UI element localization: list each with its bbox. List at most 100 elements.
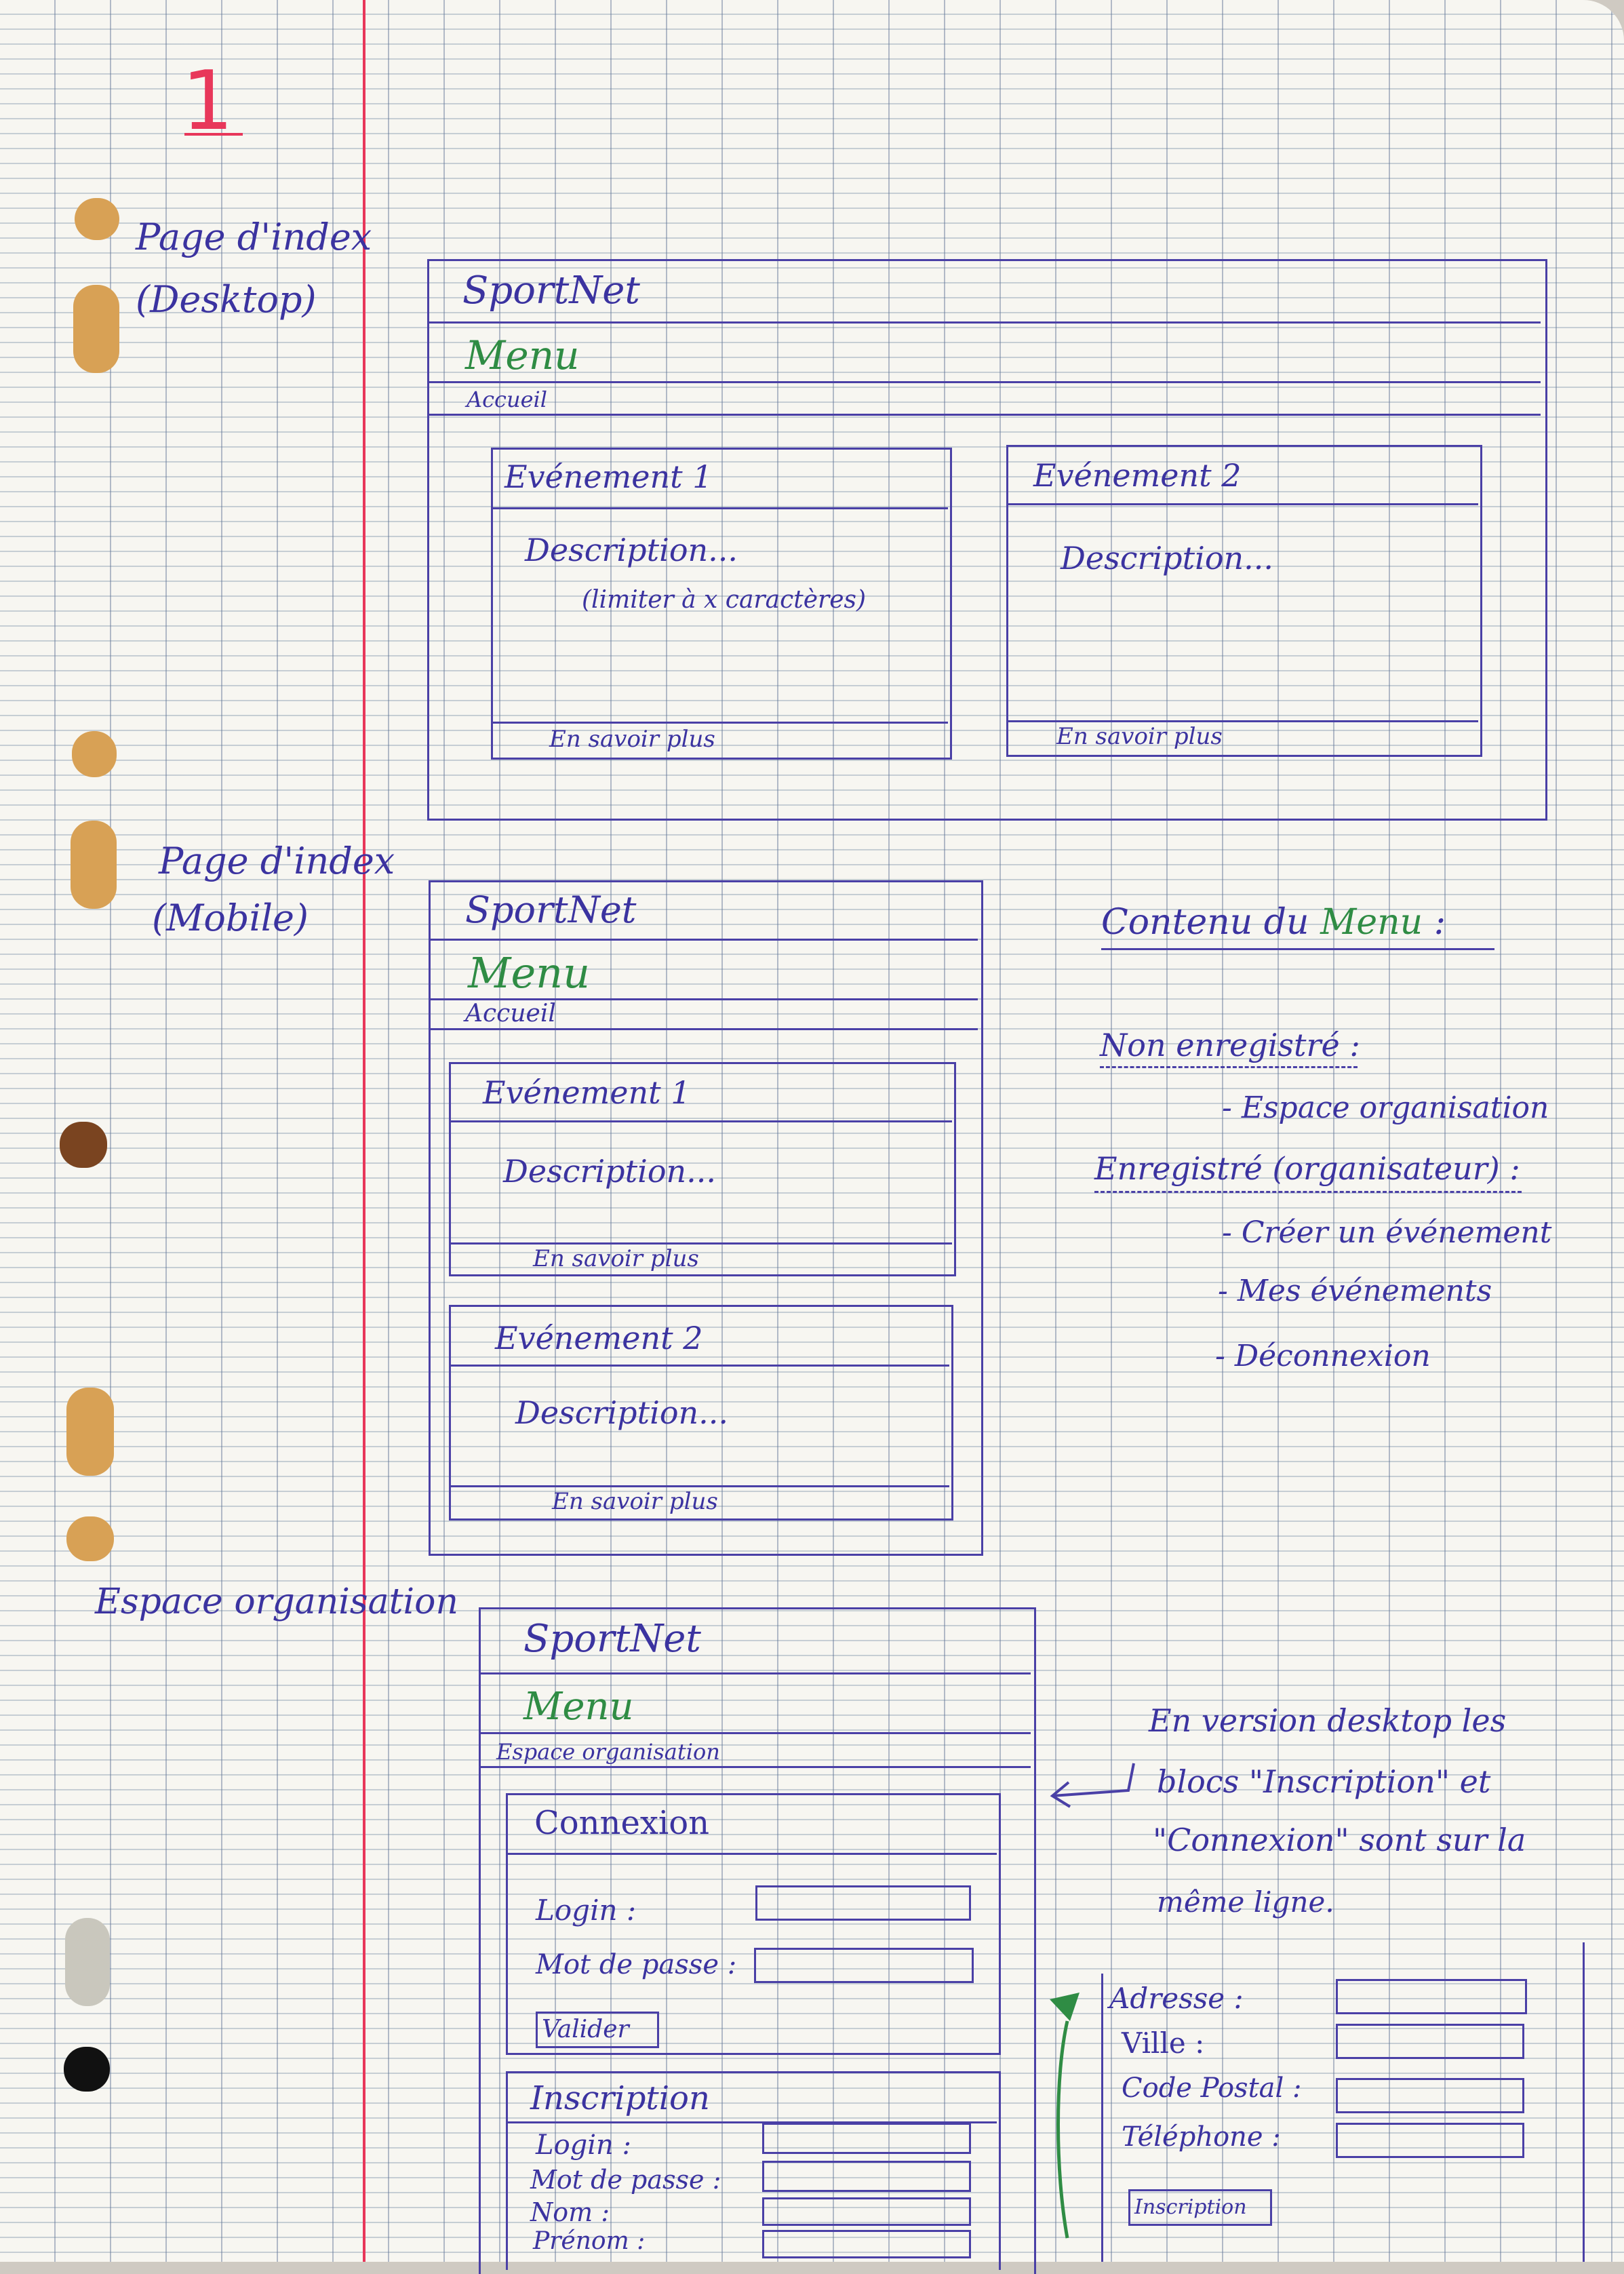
underline — [1101, 948, 1494, 950]
organisation-wireframe — [479, 1607, 1036, 2274]
event-card — [449, 1062, 956, 1276]
breadcrumb[interactable]: Accueil — [465, 1000, 556, 1027]
dashed-underline — [1094, 1191, 1522, 1193]
divider — [429, 321, 1541, 324]
section-label-desktop: Page d'index — [136, 216, 372, 258]
register-nom-label: Nom : — [530, 2197, 610, 2227]
event-title: Evénement 1 — [483, 1074, 691, 1111]
postcode-input[interactable] — [1336, 2078, 1524, 2113]
vertical-line — [1583, 1942, 1585, 2262]
divider — [429, 414, 1541, 416]
register-block — [506, 2071, 1001, 2270]
menu-item: - Espace organisation — [1222, 1091, 1549, 1125]
green-arrow-head — [1050, 1993, 1080, 2021]
address-label: Adresse : — [1109, 1982, 1244, 2015]
event-title: Evénement 2 — [1033, 457, 1242, 494]
menu-label[interactable]: Menu — [523, 1685, 634, 1729]
divider — [508, 2121, 997, 2123]
mobile-wireframe — [429, 880, 983, 1556]
phone-input[interactable] — [1336, 2123, 1524, 2158]
register-prenom-input[interactable] — [762, 2230, 971, 2258]
login-block — [506, 1793, 1001, 2055]
city-label: Ville : — [1122, 2026, 1205, 2060]
arrow-head — [1050, 1781, 1071, 1808]
desktop-wireframe — [427, 259, 1547, 821]
more-link[interactable]: En savoir plus — [549, 726, 715, 753]
divider — [451, 1120, 952, 1122]
register-nom-input[interactable] — [762, 2197, 971, 2226]
register-login-input[interactable] — [762, 2123, 971, 2154]
login-label: Login : — [536, 1894, 637, 1927]
note-line: blocs "Inscription" et — [1157, 1763, 1491, 1800]
divider — [451, 1365, 949, 1367]
register-password-input[interactable] — [762, 2161, 971, 2192]
register-title: Inscription — [530, 2079, 710, 2117]
register-password-label: Mot de passe : — [530, 2165, 721, 2195]
divider — [430, 939, 978, 941]
binder-hole — [72, 731, 117, 777]
divider — [430, 1028, 978, 1030]
binder-hole — [64, 2047, 110, 2092]
binder-hole — [60, 1122, 107, 1168]
binder-hole — [73, 285, 119, 373]
note-line: En version desktop les — [1149, 1702, 1507, 1739]
menu-contents-title: Contenu du Menu : — [1101, 902, 1446, 943]
password-input[interactable] — [754, 1948, 974, 1983]
event-description: Description... — [1061, 540, 1274, 576]
arrow-icon — [1052, 1763, 1135, 1797]
note-line: même ligne. — [1157, 1885, 1334, 1919]
login-input[interactable] — [755, 1885, 971, 1921]
divider — [508, 1853, 997, 1855]
divider — [451, 1242, 952, 1244]
password-label: Mot de passe : — [536, 1949, 737, 1980]
register-prenom-label: Prénom : — [533, 2227, 646, 2255]
unregistered-heading: Non enregistré : — [1100, 1027, 1360, 1063]
dashed-underline — [1100, 1066, 1358, 1068]
binder-hole — [66, 1388, 114, 1476]
address-input[interactable] — [1336, 1979, 1527, 2014]
more-link[interactable]: En savoir plus — [552, 1488, 718, 1515]
breadcrumb[interactable]: Accueil — [467, 387, 547, 412]
brand-title: SportNet — [523, 1617, 701, 1661]
divider — [1008, 503, 1478, 505]
register-login-label: Login : — [536, 2130, 631, 2161]
divider — [480, 1672, 1031, 1674]
event-card — [449, 1305, 953, 1521]
menu-item: - Déconnexion — [1215, 1339, 1431, 1373]
divider — [480, 1766, 1031, 1768]
menu-contents-title-prefix: Contenu du — [1101, 902, 1309, 943]
section-label-organisation: Espace organisation — [95, 1582, 458, 1622]
divider — [430, 998, 978, 1000]
menu-label[interactable]: Menu — [465, 332, 580, 378]
brand-title: SportNet — [465, 888, 637, 931]
menu-label[interactable]: Menu — [468, 948, 591, 998]
event-card — [1006, 445, 1482, 757]
vertical-line — [1101, 1974, 1103, 2262]
binder-hole — [66, 1516, 114, 1561]
margin-line — [363, 0, 365, 2262]
divider — [1008, 720, 1478, 722]
page-number-underline — [184, 133, 243, 136]
binder-hole — [71, 821, 117, 909]
divider — [429, 381, 1541, 383]
login-title: Connexion — [534, 1804, 710, 1842]
register-submit-button[interactable]: Inscription — [1128, 2189, 1272, 2226]
menu-item: - Créer un événement — [1222, 1215, 1552, 1250]
submit-button[interactable]: Valider — [536, 2012, 659, 2048]
phone-label: Téléphone : — [1122, 2121, 1281, 2153]
more-link[interactable]: En savoir plus — [533, 1245, 699, 1272]
binder-hole — [75, 198, 119, 240]
registered-heading: Enregistré (organisateur) : — [1094, 1150, 1520, 1187]
event-title: Evénement 1 — [504, 458, 713, 495]
breadcrumb[interactable]: Espace organisation — [496, 1739, 720, 1765]
menu-contents-title-suffix: : — [1433, 902, 1446, 943]
postcode-label: Code Postal : — [1122, 2073, 1302, 2104]
menu-contents-title-menu: Menu — [1320, 902, 1423, 943]
event-title: Evénement 2 — [495, 1320, 703, 1356]
more-link[interactable]: En savoir plus — [1056, 723, 1223, 750]
event-card — [491, 448, 952, 760]
city-input[interactable] — [1336, 2024, 1524, 2059]
page-number: 1 — [182, 54, 234, 149]
section-label-mobile: Page d'index — [159, 840, 395, 882]
